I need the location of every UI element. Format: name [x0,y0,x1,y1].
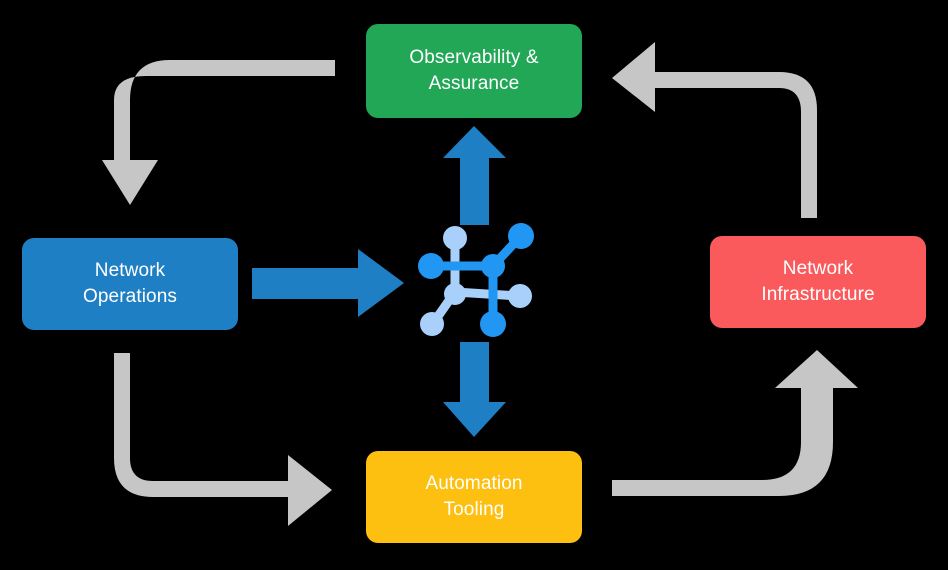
icon-node-bottom [480,311,506,337]
network-topology-icon [418,223,534,337]
box-network-infrastructure[interactable]: Network Infrastructure [710,236,926,328]
box-network-infrastructure-label: Network Infrastructure [761,258,875,305]
icon-node-top [443,226,467,250]
icon-node-mid-left [444,283,466,305]
box-network-operations[interactable]: Network Operations [22,238,238,330]
arrow-observability-to-operations [102,60,335,205]
arrow-infrastructure-to-observability [612,42,817,218]
box-automation-tooling[interactable]: Automation Tooling [366,451,582,543]
icon-node-left [418,253,444,279]
icon-node-top-right [508,223,534,249]
box-observability-assurance[interactable]: Observability & Assurance [366,24,582,118]
box-observability-assurance-label: Observability & Assurance [409,47,539,94]
box-automation-tooling-label: Automation Tooling [425,473,523,520]
icon-node-center [481,254,505,278]
arrow-center-to-automation [443,342,506,437]
icon-node-right [508,284,532,308]
arrow-automation-to-infrastructure [612,350,858,496]
icon-node-bottom-left [420,312,444,336]
box-network-operations-label: Network Operations [83,260,177,307]
arrow-operations-to-center [252,249,404,317]
arrow-center-to-observability [443,126,506,225]
arrow-operations-to-automation [114,353,332,526]
